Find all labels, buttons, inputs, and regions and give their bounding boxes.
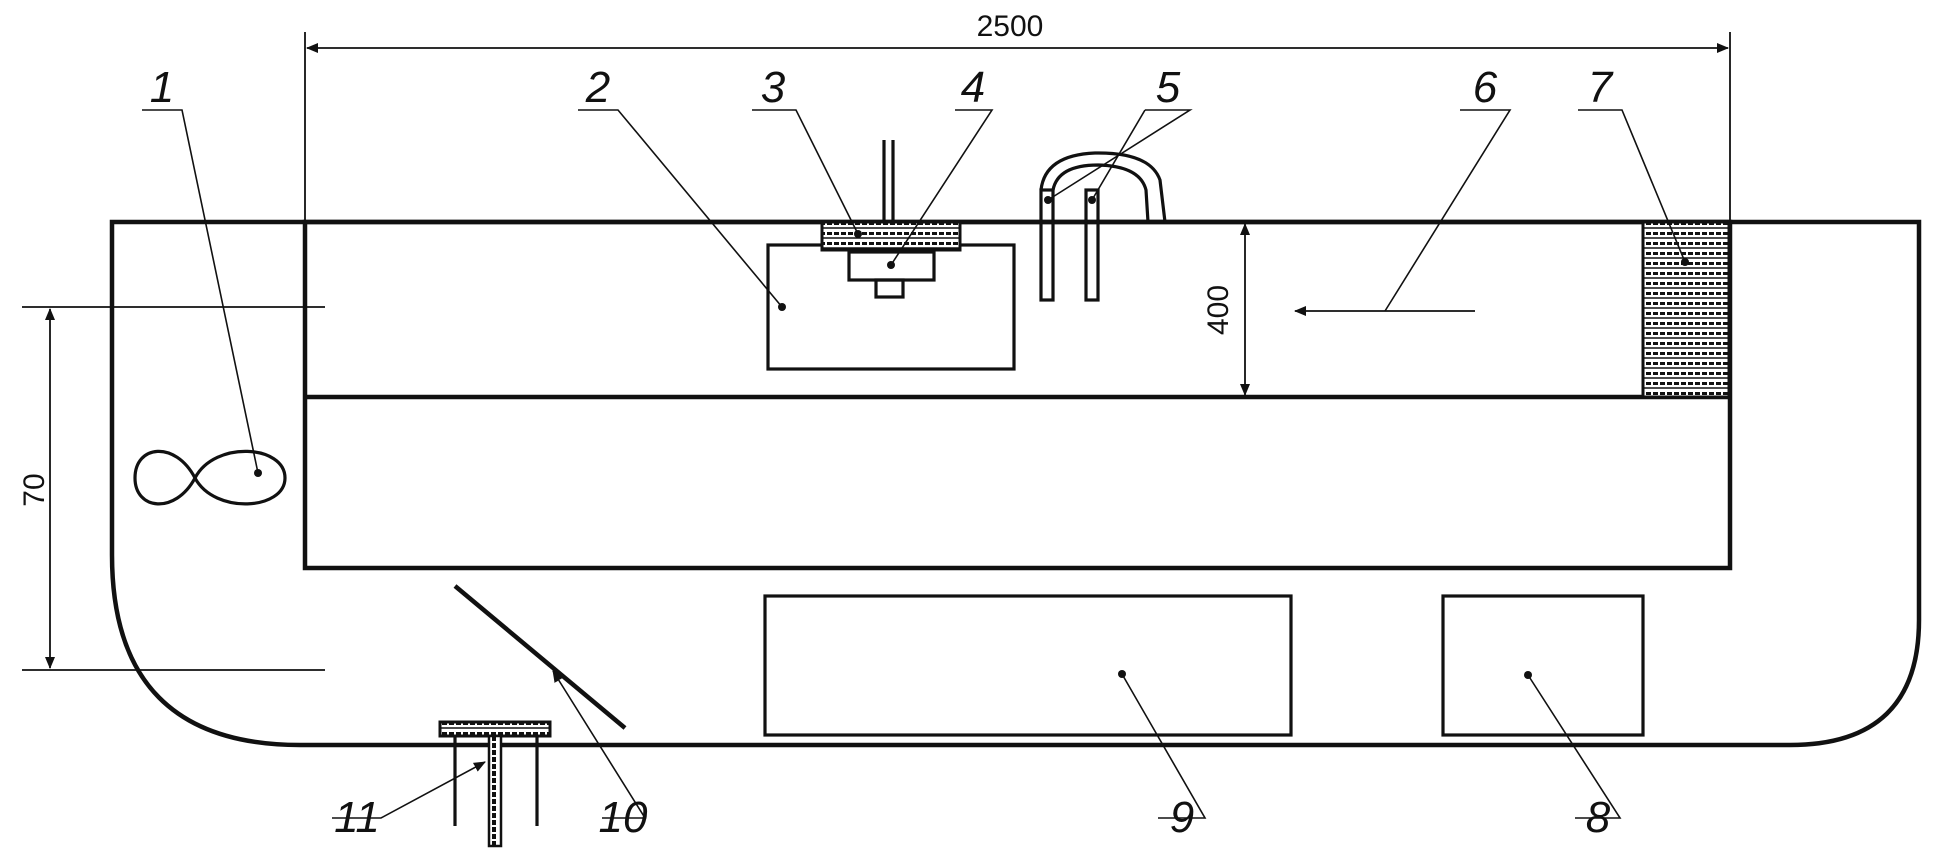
- leader-5b: [1091, 109, 1146, 201]
- leader-10: [552, 670, 647, 819]
- dim-level-label: 70: [18, 473, 51, 506]
- dim-length-label: 2500: [977, 10, 1044, 43]
- leader-1: [142, 109, 259, 474]
- leader-11: [332, 761, 486, 819]
- nozzle-cap: [438, 720, 552, 738]
- deflector-plate: [453, 584, 627, 730]
- tunnel-outer-wall: [109, 219, 1922, 748]
- fan-symbol: [133, 449, 287, 506]
- leader-2: [578, 109, 783, 308]
- probe-right: [1084, 188, 1100, 302]
- callout-4: 4: [961, 63, 985, 112]
- leader-5a: [1047, 109, 1193, 201]
- leader-7: [1578, 109, 1686, 263]
- probe-left: [1039, 188, 1055, 302]
- callout-10: 10: [599, 793, 648, 842]
- sensor-tip: [874, 278, 905, 299]
- callout-8: 8: [1586, 793, 1611, 842]
- callout-1: 1: [150, 63, 174, 112]
- callout-2: 2: [585, 63, 610, 112]
- callout-7: 7: [1588, 63, 1614, 112]
- leader-8: [1527, 674, 1622, 819]
- mounting-plate: [820, 220, 962, 252]
- leader-6: [1384, 109, 1512, 312]
- leader-9: [1121, 673, 1207, 819]
- leader-3: [752, 109, 859, 235]
- callout-5: 5: [1156, 63, 1181, 112]
- callout-9: 9: [1170, 793, 1194, 842]
- probe-tube-outer: [1039, 151, 1167, 223]
- callout-6: 6: [1473, 63, 1498, 112]
- unit-9-box: [763, 594, 1293, 737]
- callout-11: 11: [334, 793, 380, 842]
- dim-height-label: 400: [1202, 285, 1235, 335]
- callout-3: 3: [761, 63, 786, 112]
- leader-4: [890, 109, 994, 266]
- honeycomb-grid: [1641, 220, 1731, 399]
- nozzle-stem: [487, 734, 503, 848]
- unit-8-box: [1441, 594, 1645, 737]
- probe-tube-inner: [1051, 163, 1150, 223]
